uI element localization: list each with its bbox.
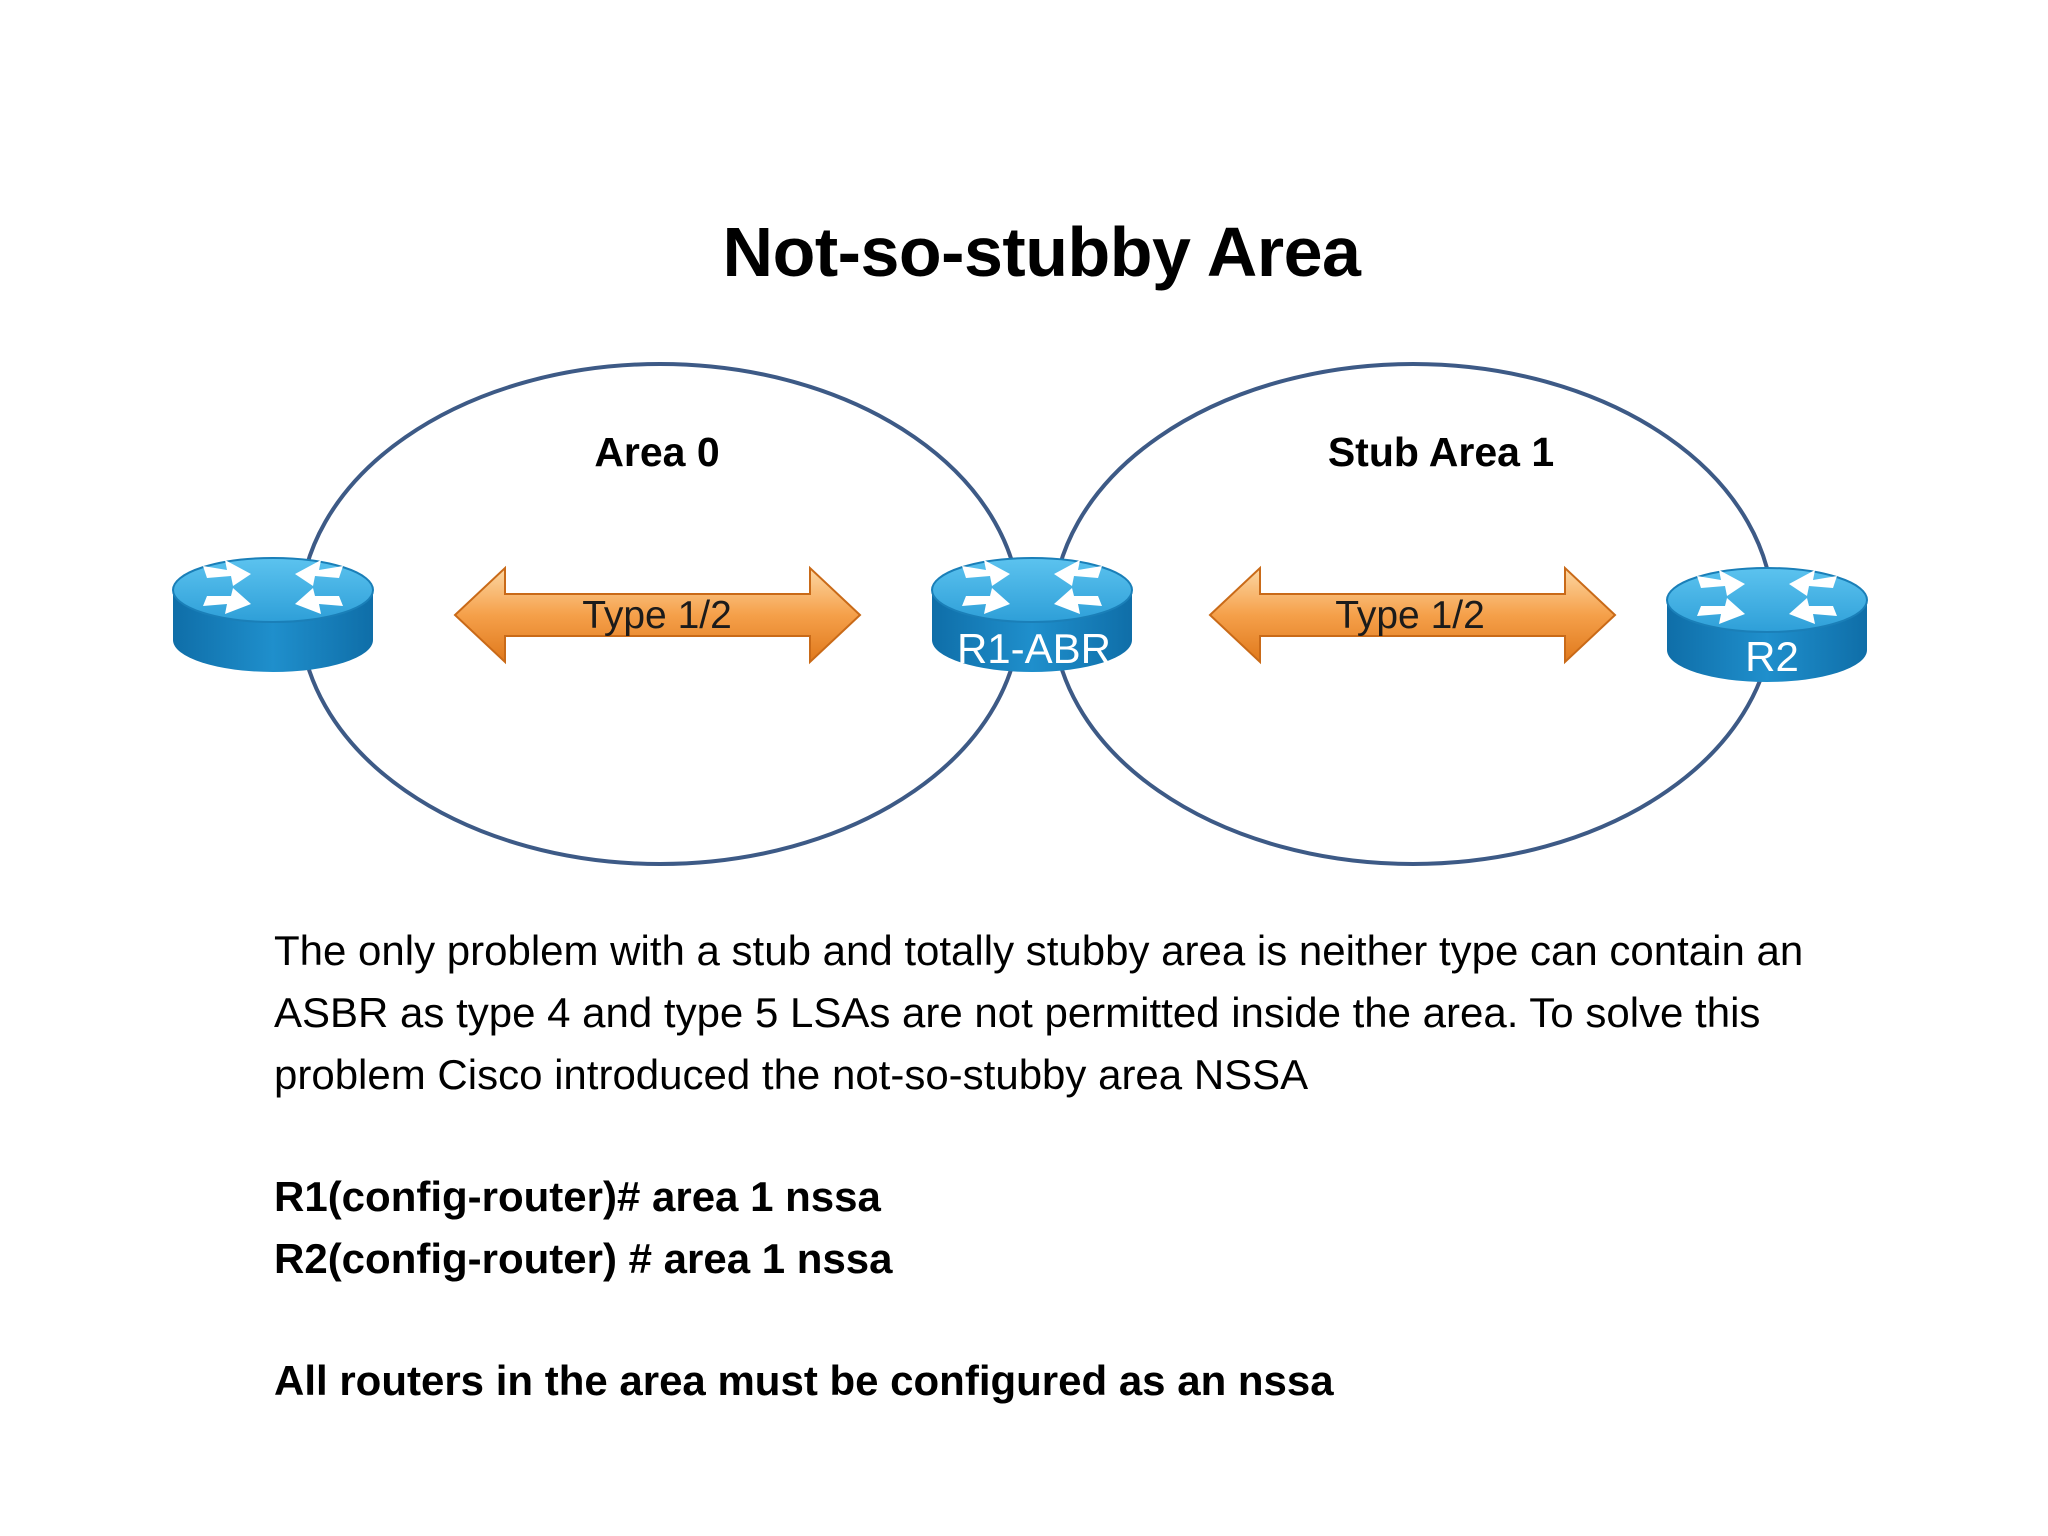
stub-area-1-label: Stub Area 1 <box>1328 429 1554 475</box>
description-paragraph: The only problem with a stub and totally… <box>274 927 1804 1098</box>
router-r2-icon <box>1666 567 1868 682</box>
link-arrow-area-1: Type 1/2 <box>1208 565 1617 665</box>
link-label-area-1: Type 1/2 <box>1335 594 1485 637</box>
link-arrow-area-0: Type 1/2 <box>453 565 862 665</box>
router-r2-label: R2 <box>1745 633 1799 680</box>
page-title: Not-so-stubby Area <box>722 213 1361 291</box>
command-line-r1: R1(config-router)# area 1 nssa <box>274 1173 881 1220</box>
router-r1-abr-label: R1-ABR <box>957 625 1111 672</box>
command-line-r2: R2(config-router) # area 1 nssa <box>274 1235 893 1282</box>
router-icon <box>172 557 374 672</box>
nssa-note: All routers in the area must be configur… <box>274 1357 1334 1404</box>
link-label-area-0: Type 1/2 <box>582 594 732 637</box>
area-0-label: Area 0 <box>594 429 719 475</box>
router-r1-abr-icon <box>931 557 1133 672</box>
